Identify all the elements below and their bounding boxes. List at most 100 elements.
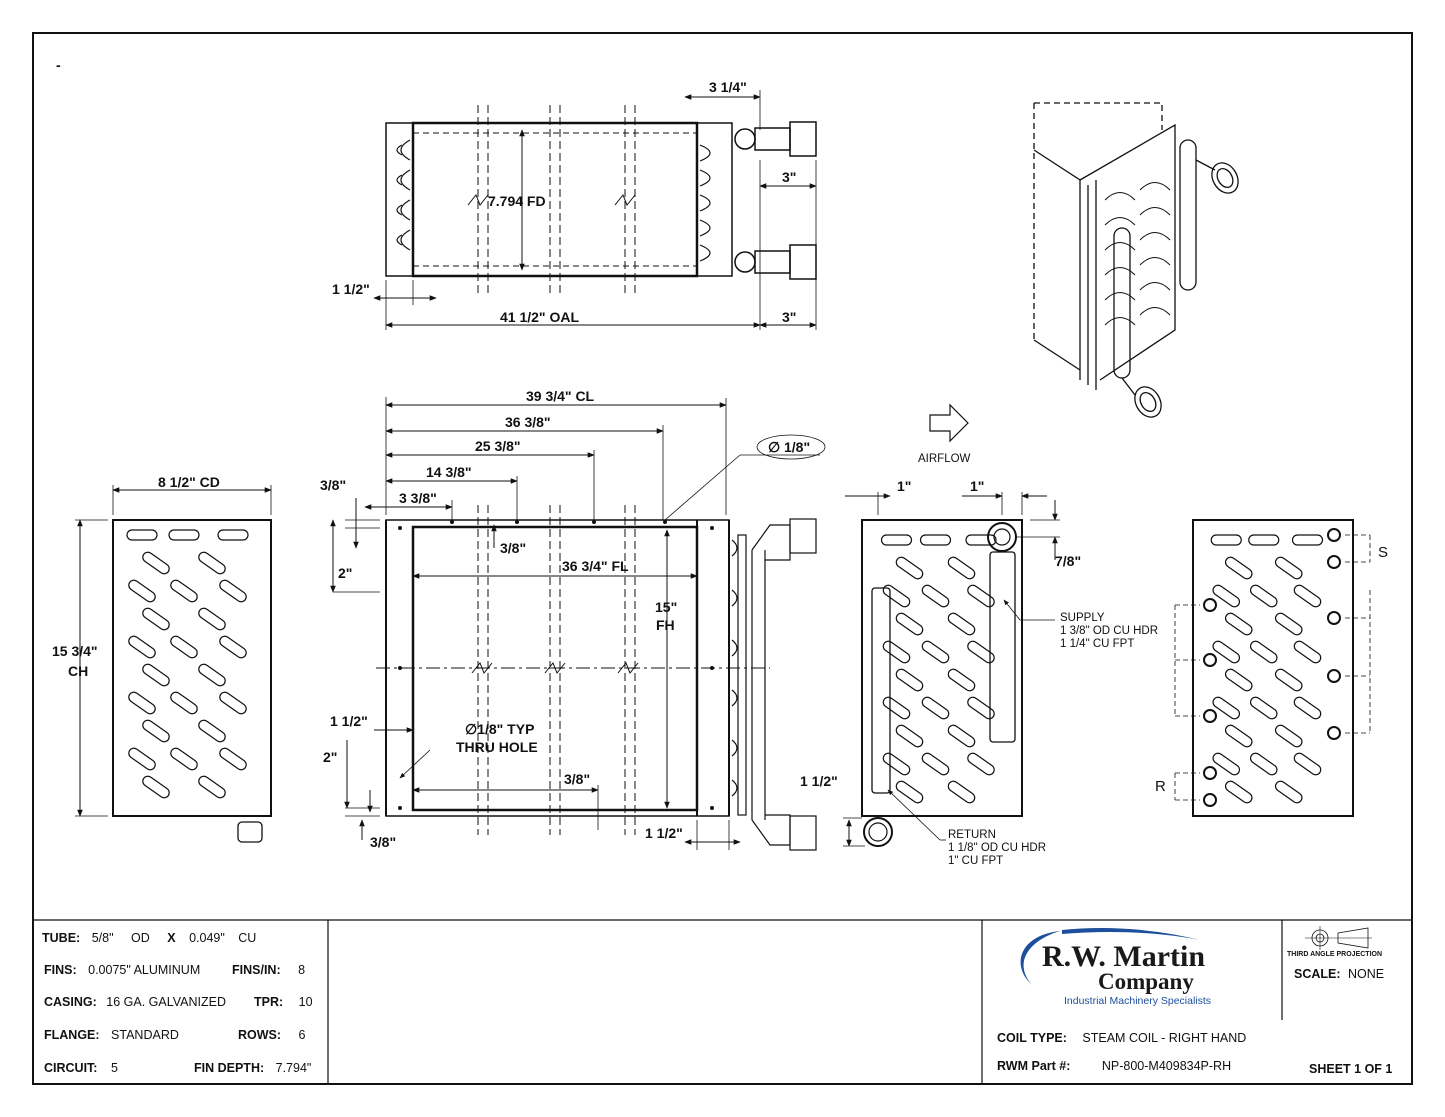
fin-depth-tb-label: FIN DEPTH: [194, 1061, 265, 1075]
fin-slot [967, 752, 995, 776]
fin-slot [880, 534, 913, 546]
fin-depth-label: 7.794 FD [488, 193, 546, 209]
flange-value: STANDARD [111, 1028, 179, 1042]
fin-slot [1212, 584, 1241, 608]
one-in-b-label: 1" [970, 478, 984, 494]
circuit-view [1174, 519, 1371, 817]
tube-od: 5/8" [91, 931, 114, 945]
fin-slot [947, 780, 976, 804]
fin-slot [921, 752, 950, 776]
fin-slot [219, 747, 247, 771]
right-flange-label: 1 1/2" [645, 825, 683, 841]
top-view [373, 90, 817, 330]
bottom-38-label: 3/8" [370, 834, 396, 850]
sheet-number: SHEET 1 OF 1 [1309, 1062, 1393, 1076]
projection-label: THIRD ANGLE PROJECTION [1287, 951, 1383, 958]
fins-label: FINS: [44, 963, 77, 977]
fin-slot [128, 579, 156, 603]
dim-25-38: 25 3/8" [475, 438, 521, 454]
fin-slot [126, 529, 158, 541]
fin-slot [967, 640, 995, 664]
casing-value: 16 GA. GALVANIZED [106, 995, 226, 1009]
fin-slot [142, 607, 170, 631]
part-value: NP-800-M409834P-RH [1101, 1059, 1232, 1073]
hole-dia-symbol: ∅ [768, 439, 780, 455]
fin-slot [168, 529, 200, 541]
fin-slot [1212, 640, 1241, 664]
fin-slot [219, 635, 247, 659]
front-view [330, 397, 820, 851]
fin-slot [967, 584, 995, 608]
tube-material: CU [238, 931, 257, 945]
two-in-top-label: 2" [338, 565, 352, 581]
company-logo [1020, 928, 1200, 985]
fin-slot [1224, 668, 1253, 692]
bottom-inner-38-label: 3/8" [564, 771, 590, 787]
fin-slot [882, 696, 911, 720]
fins-in-value: 8 [298, 963, 306, 977]
hole-dia-label: 1/8" [784, 439, 810, 455]
airflow-label: AIRFLOW [918, 453, 971, 465]
fin-slot [1274, 668, 1303, 692]
hole-top-label: 3/8" [320, 477, 346, 493]
flange-15-label: 1 1/2" [330, 713, 368, 729]
fin-slot [1249, 584, 1278, 608]
return-label-3: 1" CU FPT [948, 855, 1003, 867]
fin-slot [217, 529, 249, 541]
fin-slot [1293, 640, 1322, 664]
fin-slot [967, 696, 995, 720]
fin-slot [947, 724, 976, 748]
cl-label: 39 3/4" CL [526, 388, 595, 404]
scale-value: NONE [1348, 967, 1385, 981]
fin-slot [219, 579, 247, 603]
one-in-a-label: 1" [897, 478, 911, 494]
fins-value: 0.0075" ALUMINUM [88, 963, 201, 977]
r-label: R [1155, 778, 1166, 795]
fin-slot [1248, 534, 1280, 546]
tube-x: X [167, 931, 176, 945]
fin-slot [1293, 696, 1322, 720]
rows-row: ROWS: 6 [238, 1028, 306, 1042]
circuit-row: CIRCUIT: 5 [44, 1061, 118, 1075]
fin-slot [1293, 584, 1322, 608]
fin-slot [198, 719, 226, 743]
casing-label: CASING: [44, 995, 97, 1009]
fin-slot [921, 640, 950, 664]
logo-text-2: Company [1098, 969, 1194, 994]
fin-slot [170, 747, 198, 771]
fin-slot [882, 752, 911, 776]
fins-row: FINS: 0.0075" ALUMINUM [44, 963, 200, 977]
oal-label: 41 1/2" OAL [500, 309, 579, 325]
tube-od-unit: OD [131, 931, 150, 945]
fin-slot [1274, 780, 1303, 804]
two-in-bottom-label: 2" [323, 749, 337, 765]
fin-slot [921, 696, 950, 720]
coil-type-row: COIL TYPE: STEAM COIL - RIGHT HAND [997, 1031, 1246, 1045]
part-row: RWM Part #: NP-800-M409834P-RH [997, 1059, 1231, 1073]
fin-slot [921, 584, 950, 608]
coil-type-value: STEAM COIL - RIGHT HAND [1082, 1031, 1247, 1045]
dim-3-38: 3 3/8" [399, 490, 437, 506]
return-label-1: RETURN [948, 829, 996, 841]
fin-slot [198, 663, 226, 687]
fin-slot [1249, 752, 1278, 776]
fin-slot [128, 747, 156, 771]
tube-wall: 0.049" [189, 931, 225, 945]
fin-slot [170, 635, 198, 659]
fin-slot [1291, 534, 1324, 546]
fin-slot [142, 663, 170, 687]
dim-36-38: 36 3/8" [505, 414, 551, 430]
supply-label-3: 1 1/4" CU FPT [1060, 638, 1134, 650]
fin-slot [128, 691, 156, 715]
flange-label: FLANGE: [44, 1028, 100, 1042]
fin-slot [219, 691, 247, 715]
fh-label-2: FH [656, 617, 675, 633]
logo-text-1: R.W. Martin [1042, 940, 1206, 973]
rows-value: 6 [298, 1028, 306, 1042]
fin-slot [1224, 780, 1253, 804]
fin-slot [1224, 724, 1253, 748]
circuit-value: 5 [110, 1061, 118, 1075]
header-offset-label: 3 1/4" [709, 79, 747, 95]
fin-slot [895, 556, 924, 580]
fin-slot [1224, 612, 1253, 636]
